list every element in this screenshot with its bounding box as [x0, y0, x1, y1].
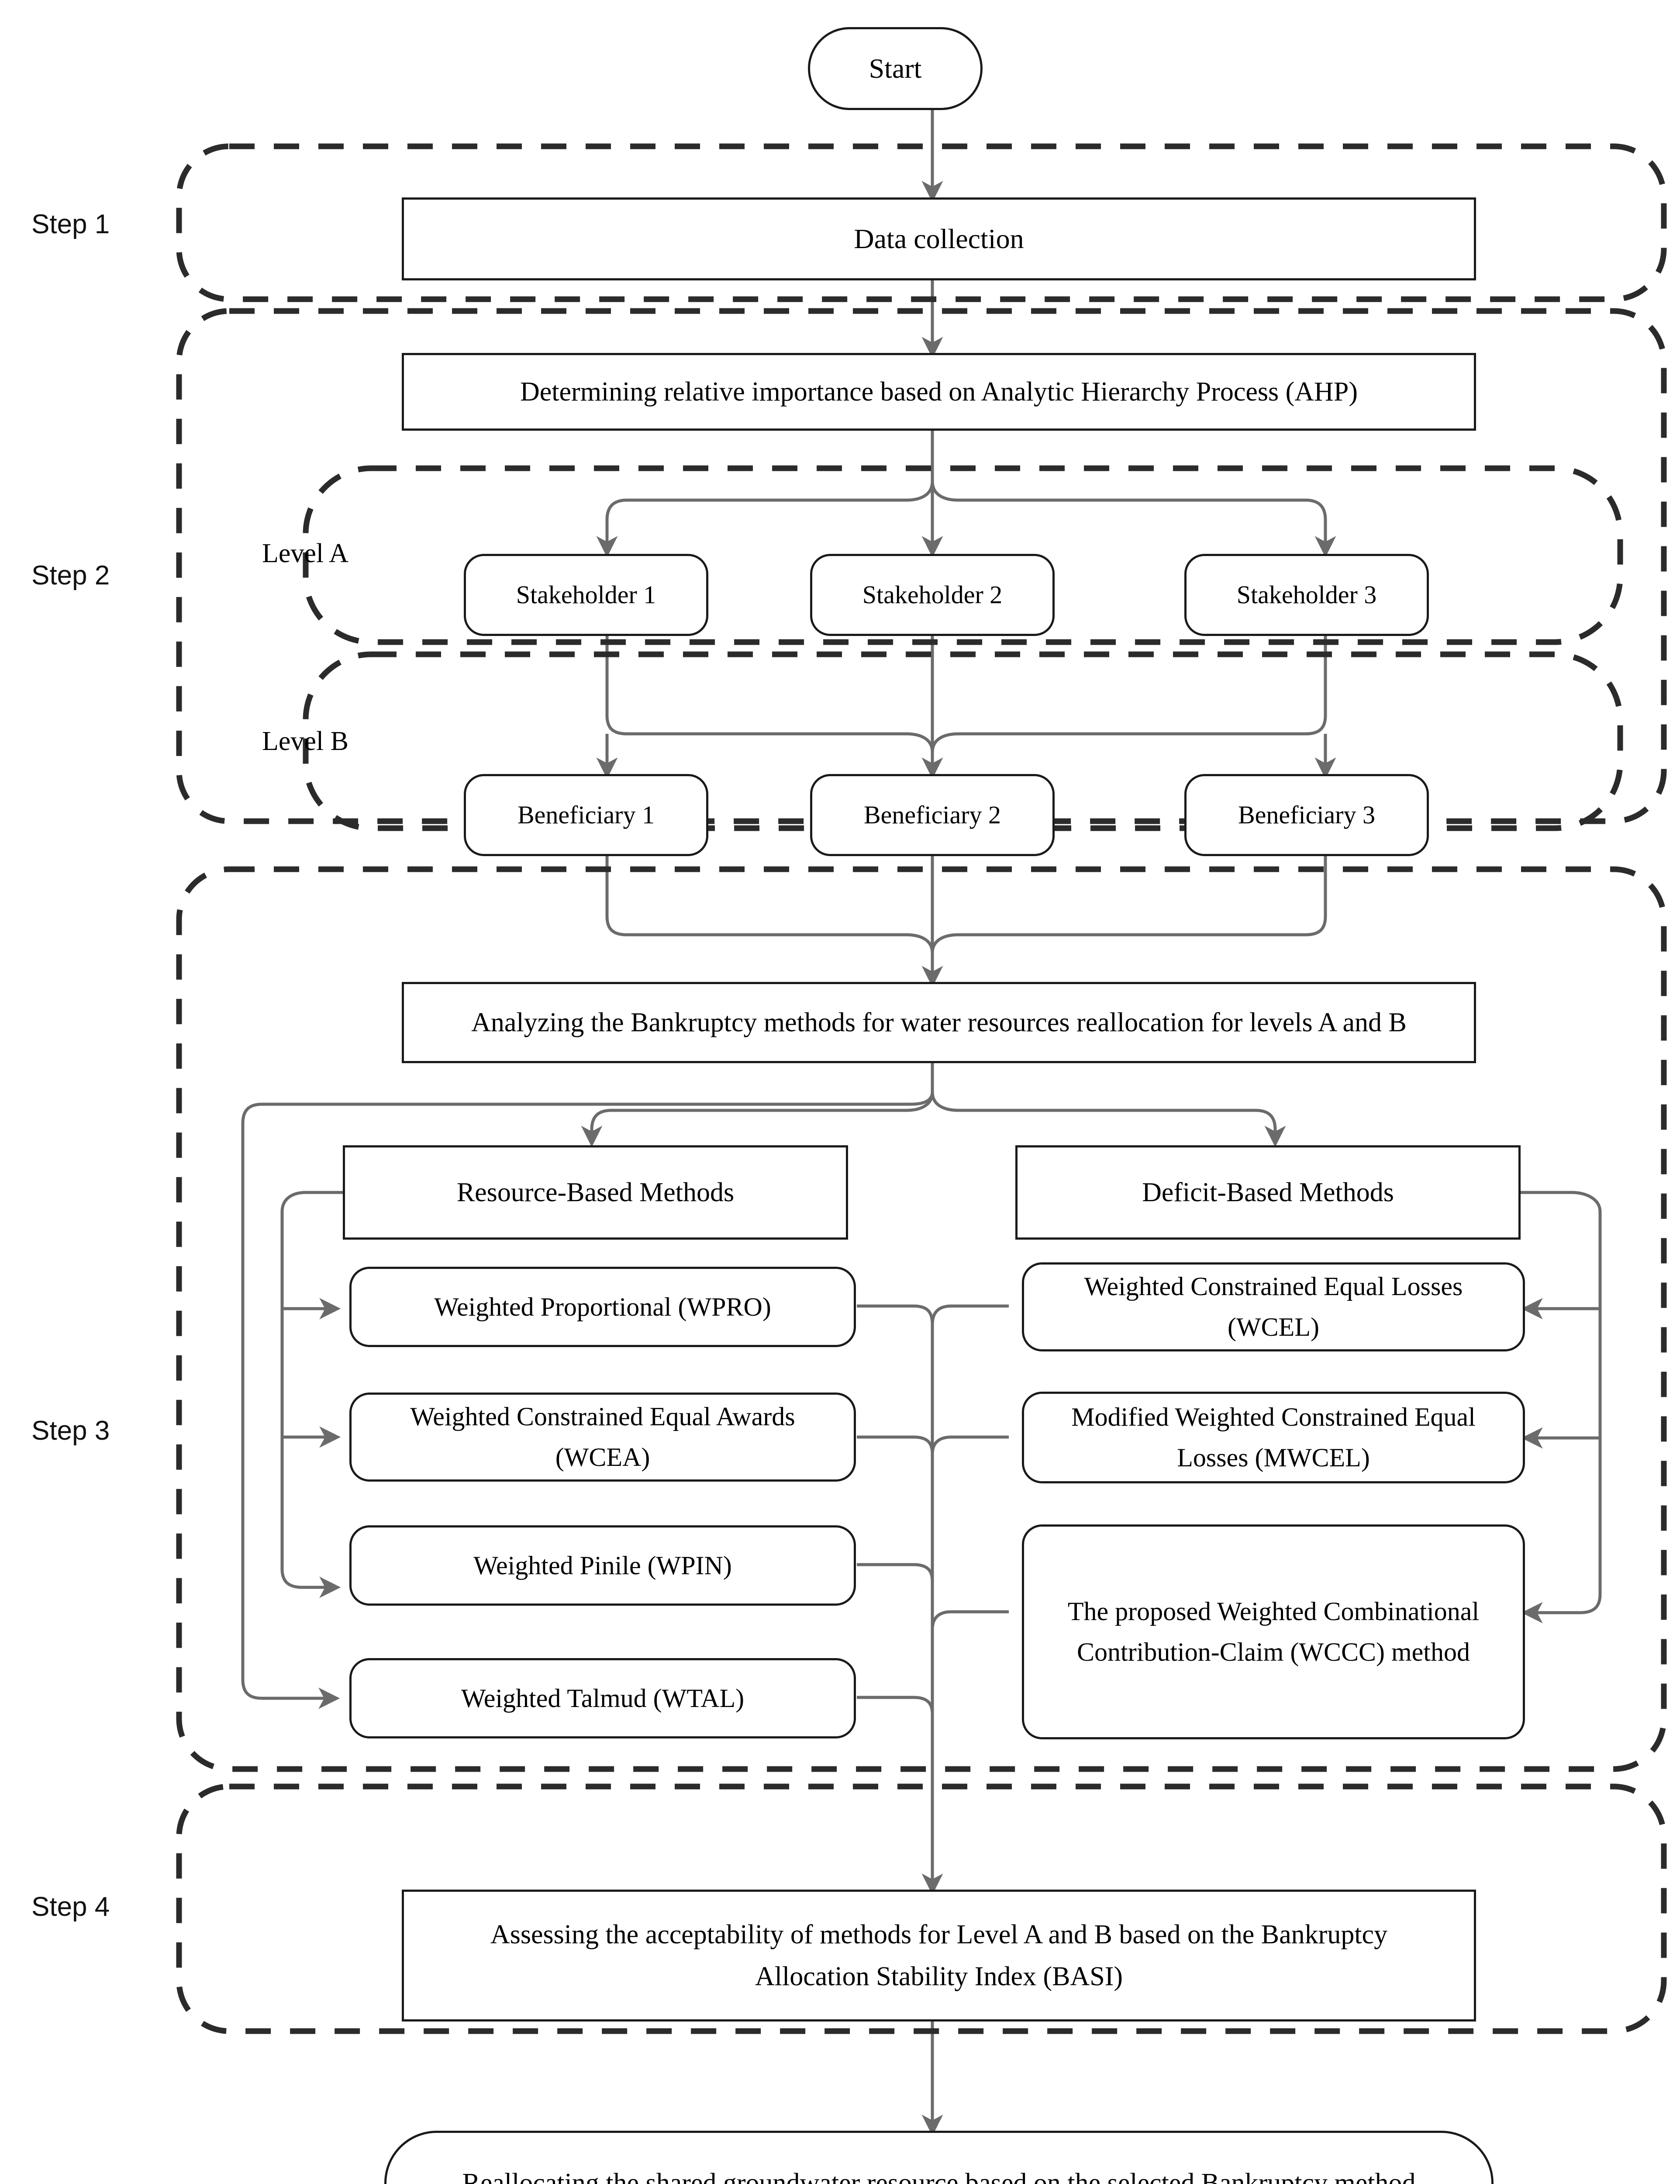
node-ahp[interactable]: Determining relative importance based on… [402, 353, 1476, 431]
step-label-1: Step 1 [31, 209, 110, 239]
node-reallocating-groundwater[interactable]: Reallocating the shared groundwater reso… [384, 2131, 1494, 2184]
step-label-2: Step 2 [31, 560, 110, 591]
node-method-wpin[interactable]: Weighted Pinile (WPIN) [349, 1525, 856, 1606]
node-stakeholder-3[interactable]: Stakeholder 3 [1184, 554, 1429, 636]
node-beneficiary-2[interactable]: Beneficiary 2 [810, 774, 1055, 856]
node-beneficiary-1[interactable]: Beneficiary 1 [464, 774, 708, 856]
node-method-wpro[interactable]: Weighted Proportional (WPRO) [349, 1267, 856, 1347]
node-resource-based-methods-header[interactable]: Resource-Based Methods [343, 1145, 848, 1240]
step-label-4: Step 4 [31, 1892, 110, 1922]
node-method-wccc[interactable]: The proposed Weighted Combinational Cont… [1022, 1524, 1525, 1739]
level-label-a: Level A [262, 539, 348, 568]
node-stakeholder-1[interactable]: Stakeholder 1 [464, 554, 708, 636]
node-method-wcel[interactable]: Weighted Constrained Equal Losses (WCEL) [1022, 1262, 1525, 1351]
level-label-b: Level B [262, 726, 348, 756]
node-assessing-basi[interactable]: Assessing the acceptability of methods f… [402, 1890, 1476, 2022]
node-deficit-based-methods-header[interactable]: Deficit-Based Methods [1015, 1145, 1521, 1240]
node-data-collection[interactable]: Data collection [402, 197, 1476, 280]
node-analyzing-bankruptcy-methods[interactable]: Analyzing the Bankruptcy methods for wat… [402, 982, 1476, 1063]
node-start[interactable]: Start [808, 27, 983, 110]
node-stakeholder-2[interactable]: Stakeholder 2 [810, 554, 1055, 636]
node-method-wtal[interactable]: Weighted Talmud (WTAL) [349, 1658, 856, 1738]
step-label-3: Step 3 [31, 1416, 110, 1446]
node-method-wcea[interactable]: Weighted Constrained Equal Awards (WCEA) [349, 1393, 856, 1482]
node-method-mwcel[interactable]: Modified Weighted Constrained Equal Loss… [1022, 1392, 1525, 1483]
node-beneficiary-3[interactable]: Beneficiary 3 [1184, 774, 1429, 856]
